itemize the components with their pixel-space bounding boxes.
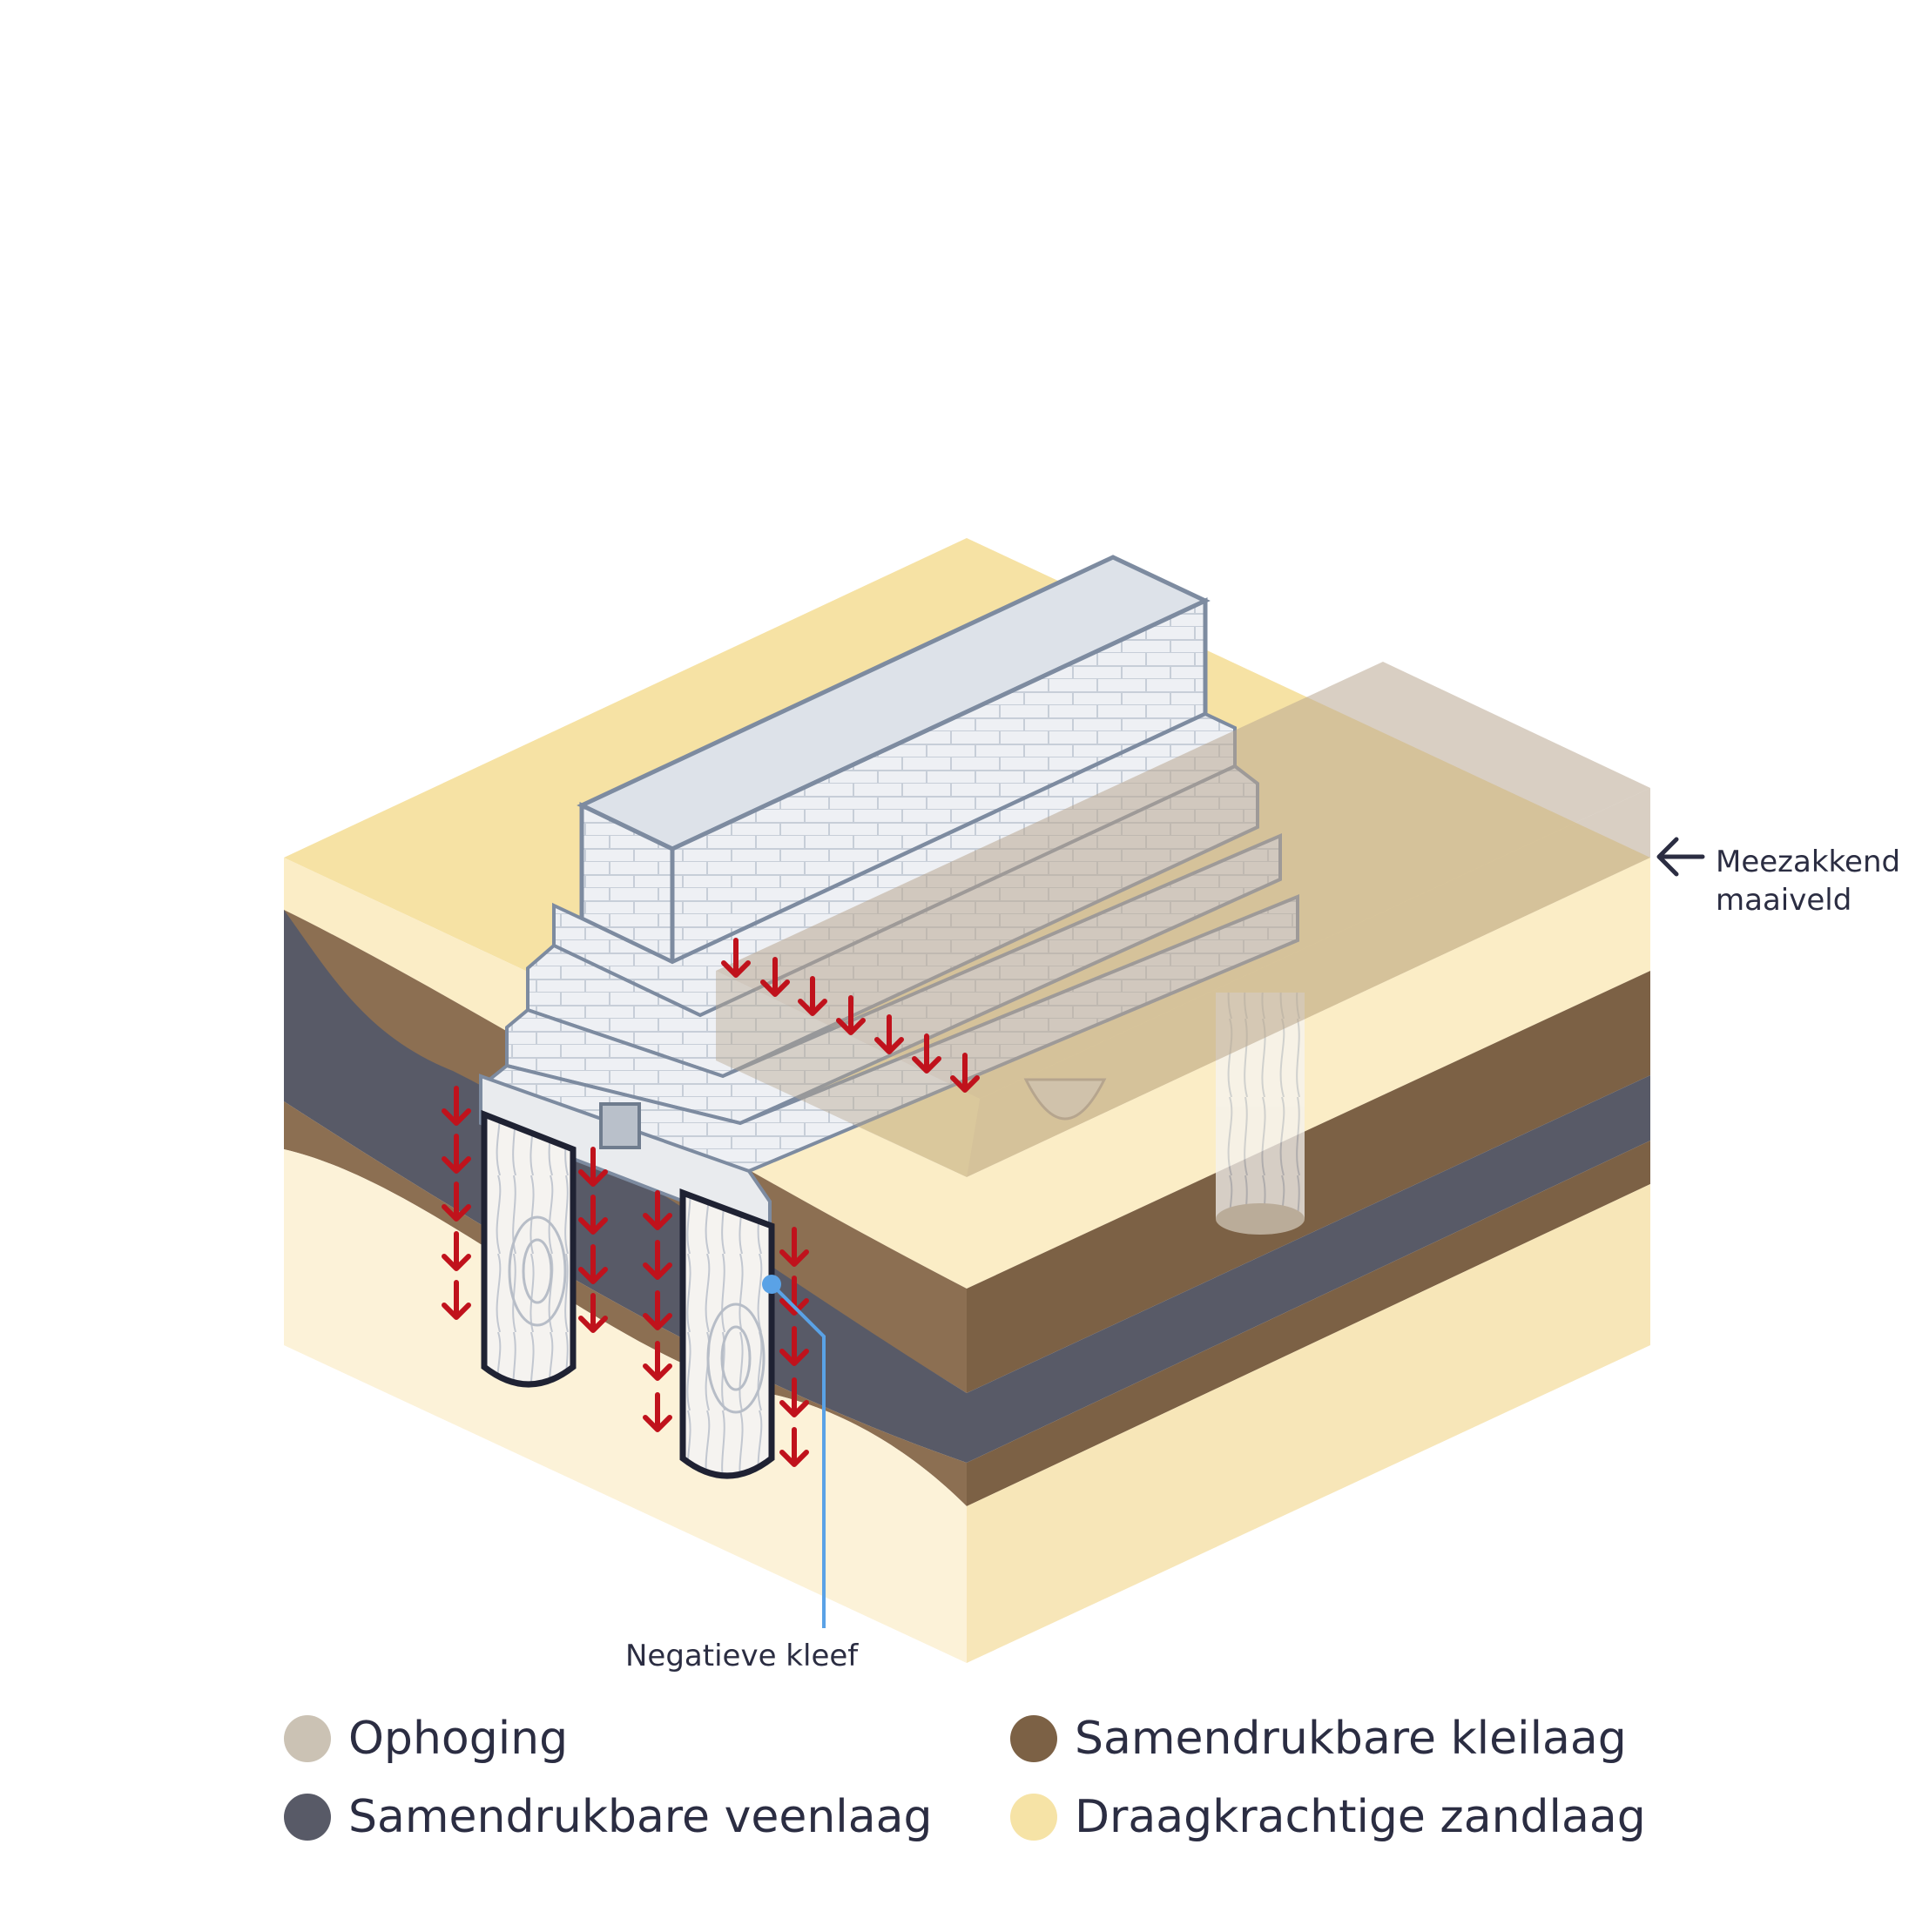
legend-swatch [284,1794,331,1841]
right-clay-lower [967,1141,1650,1506]
right-peat [967,1075,1650,1463]
front-pile-left [481,1109,577,1388]
down-arrow-icon [779,1227,809,1267]
down-arrow-icon [442,1231,471,1271]
maaiveld-arrow-icon [1656,837,1705,877]
right-clay-upper [967,971,1650,1393]
legend-label: Samendrukbare veenlaag [348,1791,933,1843]
down-arrow-icon [578,1147,608,1187]
legend-label: Samendrukbare kleilaag [1075,1713,1627,1765]
legend-swatch [1010,1715,1057,1762]
down-arrow-icon [950,1053,980,1093]
legend-swatch [1010,1794,1057,1841]
down-arrow-icon [836,995,866,1035]
legend-item-kleilaag: Samendrukbare kleilaag [1010,1713,1627,1765]
legend-item-ophoging: Ophoging [284,1713,568,1765]
legend-swatch [284,1715,331,1762]
negative-friction-label: Negatieve kleef [625,1639,859,1673]
left-sand-bottom [284,1149,967,1663]
kleef-pointer-dot [762,1275,781,1294]
legend-item-veenlaag: Samendrukbare veenlaag [284,1791,932,1843]
down-arrow-icon [442,1280,471,1320]
down-arrow-icon [779,1326,809,1366]
sinking-ground-label: Meezakkend maaiveld [1716,845,1901,918]
down-arrow-icon [779,1377,809,1417]
down-arrow-icon [874,1014,904,1054]
down-arrow-icon [643,1290,672,1330]
legend-label: Ophoging [348,1713,569,1765]
down-arrow-icon [442,1086,471,1126]
down-arrow-icon [578,1293,608,1333]
down-arrow-icon [721,938,751,978]
kleef-pointer-line [770,1282,826,1628]
down-arrow-icon [643,1190,672,1230]
fill-overlay-right [967,788,1650,1177]
right-sand-top [967,858,1650,1289]
timber-beam [479,1074,772,1237]
down-arrow-icon [779,1427,809,1467]
down-arrow-icon [643,1240,672,1280]
fill-overlay-top [716,662,1650,1099]
beam-block [599,1102,641,1149]
down-arrow-icon [578,1195,608,1235]
fill-overlay-left [716,971,980,1177]
down-arrow-icon [442,1181,471,1222]
legend-item-zandlaag: Draagkrachtige zandlaag [1010,1791,1646,1843]
down-arrow-icon [643,1341,672,1381]
down-arrow-icon [912,1033,941,1074]
legend-label: Draagkrachtige zandlaag [1075,1791,1646,1843]
down-arrow-icon [442,1134,471,1174]
left-peat [284,910,967,1463]
down-arrow-icon [760,957,790,997]
down-arrow-icon [798,976,827,1016]
down-arrow-icon [578,1244,608,1284]
front-pile-right [679,1188,775,1479]
right-sand-bottom [967,1184,1650,1663]
down-arrow-icon [643,1392,672,1432]
